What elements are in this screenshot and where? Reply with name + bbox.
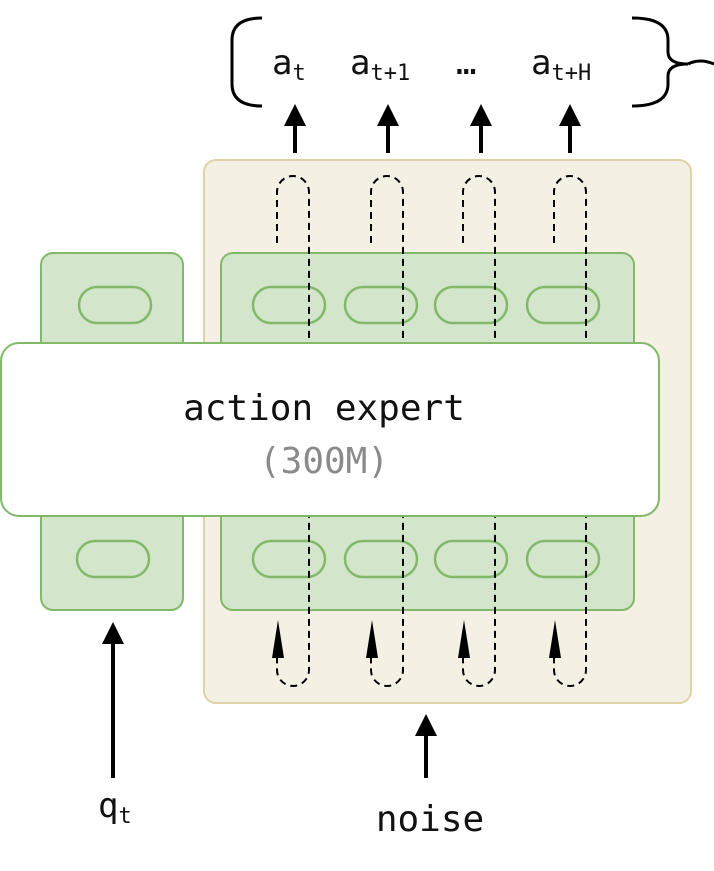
output-label-3: … bbox=[456, 43, 476, 83]
output-arrowhead-1 bbox=[284, 104, 306, 126]
action-expert-title: action expert bbox=[183, 388, 465, 429]
action-token-bottom-1 bbox=[251, 539, 327, 579]
action-token-bottom-2 bbox=[343, 539, 419, 579]
action-expert-box bbox=[0, 342, 660, 517]
output-arrowhead-2 bbox=[377, 104, 399, 126]
state-token-top bbox=[77, 285, 153, 325]
loop-arrowheads bbox=[272, 620, 561, 658]
action-token-bottom-3 bbox=[433, 539, 509, 579]
top-token-row bbox=[77, 285, 601, 325]
action-token-top-4 bbox=[525, 285, 601, 325]
input-arrows bbox=[102, 622, 437, 778]
output-label-4: at+H bbox=[531, 43, 591, 86]
output-label-2: at+1 bbox=[350, 43, 410, 86]
bottom-token-row bbox=[75, 539, 601, 579]
output-labels: at at+1 … at+H bbox=[272, 43, 591, 86]
output-label-1: at bbox=[272, 43, 306, 86]
output-brace bbox=[230, 16, 714, 108]
state-input-arrowhead bbox=[102, 622, 124, 644]
output-arrows bbox=[284, 104, 581, 153]
loop-arrowhead-1 bbox=[272, 620, 284, 658]
state-input-label: qt bbox=[98, 786, 132, 829]
output-arrowhead-4 bbox=[559, 104, 581, 126]
state-token-bottom bbox=[75, 539, 151, 579]
loop-arrowhead-4 bbox=[549, 620, 561, 658]
action-expert-size: (300M) bbox=[259, 441, 389, 482]
action-token-top-2 bbox=[343, 285, 419, 325]
action-token-top-1 bbox=[251, 285, 327, 325]
noise-input-arrowhead bbox=[415, 714, 437, 736]
action-token-top-3 bbox=[433, 285, 509, 325]
loop-arrowhead-2 bbox=[366, 620, 378, 658]
noise-input-label: noise bbox=[376, 799, 484, 840]
output-arrowhead-3 bbox=[470, 104, 492, 126]
action-token-bottom-4 bbox=[525, 539, 601, 579]
loop-arrowhead-3 bbox=[458, 620, 470, 658]
